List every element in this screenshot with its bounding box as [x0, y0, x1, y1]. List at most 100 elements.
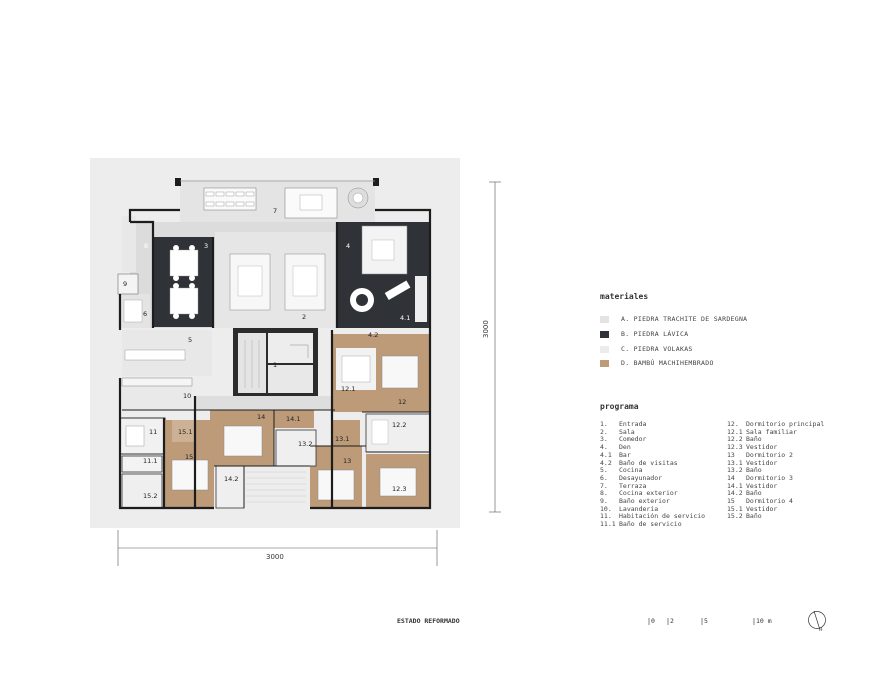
programa-item-number: 15.1 — [727, 504, 743, 513]
programa-item-label: Baño — [746, 466, 762, 475]
programa-item: 5. Cocina — [600, 467, 705, 475]
dimension-height: 3000 — [482, 320, 490, 338]
programa-item-label: Bar — [619, 450, 631, 459]
programa-item-number: 11.1 — [600, 520, 616, 529]
scale-label-2: 2 — [670, 617, 674, 625]
scale-label-10: 10 m — [756, 617, 772, 625]
programa-item: 11. Habitación de servicio — [600, 513, 705, 521]
programa-item-label: Dormitorio 3 — [746, 473, 793, 482]
programa-item-label: Sala — [619, 427, 635, 436]
room-label-r10: 10 — [183, 392, 192, 400]
room-label-r13: 13 — [343, 457, 352, 465]
programa-item-label: Baño — [746, 489, 762, 498]
room-label-r3: 3 — [204, 242, 209, 250]
programa-item-number: 4.1 — [600, 450, 612, 459]
programa-item-label: Baño — [746, 435, 762, 444]
dining-table-1 — [169, 249, 199, 277]
material-label: C. PIEDRA VOLAKAS — [621, 345, 693, 353]
programa-item-number: 11. — [600, 512, 612, 521]
programa-item: 10. Lavandería — [600, 504, 705, 514]
material-row: A. PIEDRA TRACHITE DE SARDEGNA — [600, 314, 747, 324]
programa-item-number: 14 — [727, 473, 735, 482]
programa-item: 3.Comedor — [600, 436, 705, 444]
cocina-exterior — [122, 216, 136, 272]
bano-exterior — [117, 273, 139, 295]
room-label-r142: 14.2 — [224, 475, 239, 483]
programa-item-number: 9. — [600, 497, 608, 506]
programa-item-label: Lavandería — [619, 504, 659, 513]
programa-item-number: 13.1 — [727, 458, 743, 467]
room-label-r123: 12.3 — [392, 485, 407, 493]
vestidor-13-1 — [332, 420, 360, 448]
dining-table-2 — [169, 287, 199, 315]
programa-item: 1.Entrada — [600, 420, 705, 429]
material-swatch — [600, 359, 609, 367]
bano-servicio — [121, 455, 163, 473]
programa-item-label: Baño — [746, 512, 762, 521]
material-swatch — [600, 315, 609, 323]
bar-counter — [384, 280, 411, 300]
bed-12 — [381, 355, 419, 389]
material-row: B. PIEDRA LÁVICA — [600, 329, 688, 339]
programa-item-number: 13 — [727, 450, 735, 459]
bed-14 — [223, 425, 263, 457]
material-swatch — [600, 330, 609, 338]
material-row: C. PIEDRA VOLAKAS — [600, 344, 693, 354]
programa-item: 2.Sala — [600, 427, 705, 437]
programa-item-number: 13.2 — [727, 466, 743, 475]
programa-item-number: 12. — [727, 420, 739, 428]
room-label-r9: 9 — [123, 280, 128, 288]
programa-item: 14 Dormitorio 3 — [727, 473, 824, 483]
materiales-title: materiales — [600, 292, 649, 301]
programa-item: 6.Desayunador — [600, 474, 705, 483]
programa-item-number: 15 — [727, 497, 735, 506]
programa-item-label: Baño exterior — [619, 497, 670, 506]
room-label-r121: 12.1 — [341, 385, 356, 393]
north-arrow-icon — [808, 610, 826, 631]
dimension-width: 3000 — [266, 553, 284, 561]
programa-item-number: 14.2 — [727, 489, 743, 498]
material-label: B. PIEDRA LÁVICA — [621, 330, 689, 338]
programa-item-label: Baño de servicio — [619, 520, 682, 529]
programa-item-label: Cocina — [619, 466, 643, 475]
programa-item-label: Vestidor — [746, 443, 778, 452]
room-label-r141: 14.1 — [286, 415, 301, 423]
scale-bar — [648, 618, 755, 625]
material-row: D. BAMBÚ MACHIHEMBRADO — [600, 358, 714, 368]
programa-item-number: 12.1 — [727, 427, 743, 436]
room-label-r7: 7 — [273, 207, 278, 215]
room-label-r1: 1 — [273, 361, 278, 369]
programa-item-label: Habitación de servicio — [619, 512, 706, 521]
programa-item-label: Den — [619, 443, 631, 452]
programa-item-number: 4.2 — [600, 458, 612, 467]
room-label-r41: 4.1 — [400, 314, 411, 322]
programa-item-number: 5. — [600, 466, 608, 475]
drawing-title: ESTADO REFORMADO — [397, 617, 460, 625]
bano-15-2 — [121, 473, 163, 509]
programa-item-number: 14.1 — [727, 481, 743, 490]
room-label-r5: 5 — [188, 336, 193, 344]
programa-item-label: Vestidor — [746, 458, 778, 467]
programa-item-number: 10. — [600, 504, 612, 513]
north-label: n — [819, 626, 823, 633]
programa-item-number: 12.3 — [727, 443, 743, 452]
room-label-r122: 12.2 — [392, 421, 407, 429]
material-label: A. PIEDRA TRACHITE DE SARDEGNA — [621, 315, 748, 323]
scale-label-5: 5 — [704, 617, 708, 625]
bed-13 — [317, 469, 355, 501]
room-label-r2: 2 — [302, 313, 307, 321]
programa-item-label: Vestidor — [746, 504, 778, 513]
